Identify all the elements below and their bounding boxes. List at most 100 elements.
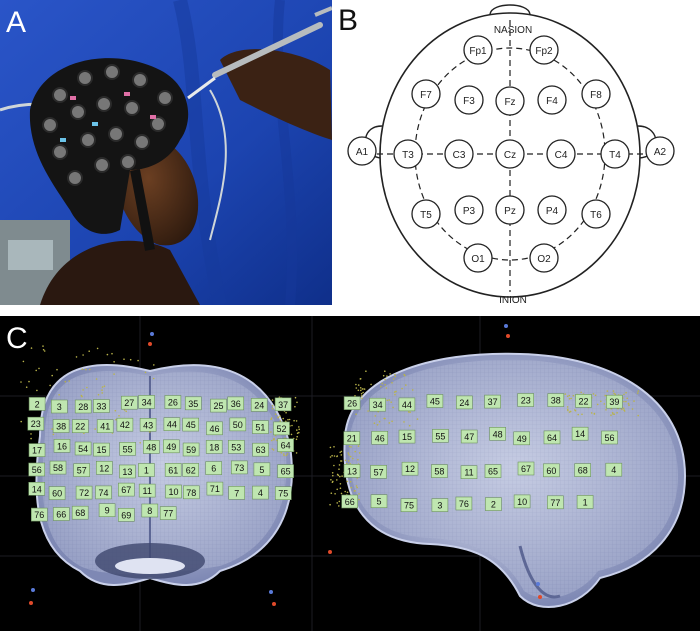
front-electrode-74: 74 (95, 485, 112, 500)
svg-text:75: 75 (278, 489, 288, 499)
side-electrode-77: 77 (547, 495, 564, 510)
svg-text:47: 47 (464, 432, 474, 442)
svg-text:12: 12 (99, 463, 109, 473)
svg-text:O2: O2 (537, 254, 551, 265)
svg-text:35: 35 (188, 399, 198, 409)
front-electrode-69: 69 (118, 508, 135, 522)
front-electrode-35: 35 (185, 396, 202, 411)
svg-text:C3: C3 (453, 150, 466, 161)
electrode-o1: O1 (463, 243, 493, 273)
front-electrode-56: 56 (28, 462, 46, 477)
front-electrode-37: 37 (274, 397, 292, 412)
panel-a-photo: A (0, 0, 332, 305)
front-electrode-11: 11 (138, 483, 156, 498)
svg-text:42: 42 (120, 420, 130, 430)
svg-text:66: 66 (345, 497, 355, 507)
front-electrode-52: 52 (273, 421, 290, 436)
svg-text:26: 26 (168, 398, 178, 408)
svg-text:62: 62 (186, 465, 196, 475)
electrode-p4: P4 (537, 195, 567, 225)
svg-text:68: 68 (75, 508, 85, 518)
front-electrode-13: 13 (119, 464, 136, 479)
svg-text:72: 72 (79, 488, 89, 498)
side-electrode-13: 13 (343, 464, 361, 478)
front-electrode-24: 24 (250, 398, 268, 412)
side-electrode-2: 2 (485, 497, 502, 511)
svg-text:25: 25 (213, 401, 223, 411)
side-electrode-75: 75 (400, 498, 418, 512)
svg-text:44: 44 (167, 420, 177, 430)
electrode-fp2: Fp2 (529, 35, 559, 65)
front-electrode-58: 58 (49, 460, 67, 475)
front-electrode-53: 53 (228, 440, 245, 454)
front-electrode-60: 60 (48, 486, 66, 500)
front-electrode-64: 64 (277, 438, 294, 452)
svg-text:Pz: Pz (504, 206, 516, 217)
svg-text:5: 5 (259, 465, 264, 475)
front-electrode-34: 34 (138, 395, 155, 409)
svg-text:8: 8 (147, 506, 152, 516)
electrode-fz: Fz (495, 86, 525, 116)
svg-text:P4: P4 (546, 206, 559, 217)
svg-text:56: 56 (32, 465, 42, 475)
svg-text:46: 46 (209, 424, 219, 434)
front-electrode-14: 14 (28, 482, 46, 496)
side-electrode-23: 23 (517, 393, 535, 407)
fiducial-markers (29, 324, 542, 606)
svg-text:37: 37 (278, 400, 288, 410)
svg-text:3: 3 (437, 501, 442, 511)
front-electrode-72: 72 (75, 485, 93, 500)
side-electrode-37: 37 (484, 394, 501, 409)
svg-text:9: 9 (105, 506, 110, 516)
svg-text:64: 64 (547, 433, 557, 443)
svg-text:69: 69 (121, 510, 131, 520)
electrode-t5: T5 (411, 199, 441, 229)
side-electrode-5: 5 (370, 494, 388, 508)
front-electrode-51: 51 (252, 420, 269, 434)
svg-text:60: 60 (546, 466, 556, 476)
front-electrode-33: 33 (93, 399, 110, 413)
svg-text:F8: F8 (590, 90, 602, 101)
svg-text:65: 65 (281, 467, 291, 477)
front-electrode-45: 45 (182, 417, 199, 432)
svg-text:10: 10 (168, 487, 178, 497)
front-electrode-12: 12 (96, 461, 113, 475)
svg-text:65: 65 (488, 467, 498, 477)
svg-text:67: 67 (121, 485, 131, 495)
side-electrode-39: 39 (606, 394, 623, 409)
side-electrode-14: 14 (571, 426, 589, 441)
svg-text:10: 10 (517, 497, 527, 507)
svg-text:13: 13 (122, 467, 132, 477)
front-electrode-25: 25 (210, 398, 227, 413)
front-electrode-5: 5 (253, 462, 271, 477)
electrode-fp1: Fp1 (463, 35, 493, 65)
svg-text:22: 22 (578, 396, 588, 406)
svg-text:48: 48 (146, 442, 156, 452)
brain-side-view (343, 352, 687, 608)
svg-text:46: 46 (375, 433, 385, 443)
electrode-cz: Cz (495, 139, 525, 169)
electrode-t3: T3 (393, 139, 423, 169)
front-electrode-38: 38 (52, 419, 70, 433)
svg-text:A1: A1 (356, 147, 369, 158)
svg-text:17: 17 (32, 446, 42, 456)
svg-text:57: 57 (374, 467, 384, 477)
svg-text:64: 64 (281, 441, 291, 451)
svg-text:58: 58 (53, 463, 63, 473)
side-electrode-67: 67 (517, 461, 535, 476)
front-electrode-73: 73 (231, 460, 248, 475)
side-electrode-45: 45 (426, 394, 444, 408)
electrode-a1: A1 (347, 136, 377, 166)
svg-text:78: 78 (186, 488, 196, 498)
svg-text:67: 67 (521, 464, 531, 474)
svg-text:24: 24 (254, 400, 264, 410)
electrode-t4: T4 (600, 139, 630, 169)
panel-a-label: A (6, 6, 27, 39)
front-electrode-44: 44 (163, 417, 181, 431)
svg-text:54: 54 (78, 444, 88, 454)
svg-text:Fz: Fz (504, 97, 515, 108)
electrode-f3: F3 (454, 85, 484, 115)
svg-text:48: 48 (493, 429, 503, 439)
